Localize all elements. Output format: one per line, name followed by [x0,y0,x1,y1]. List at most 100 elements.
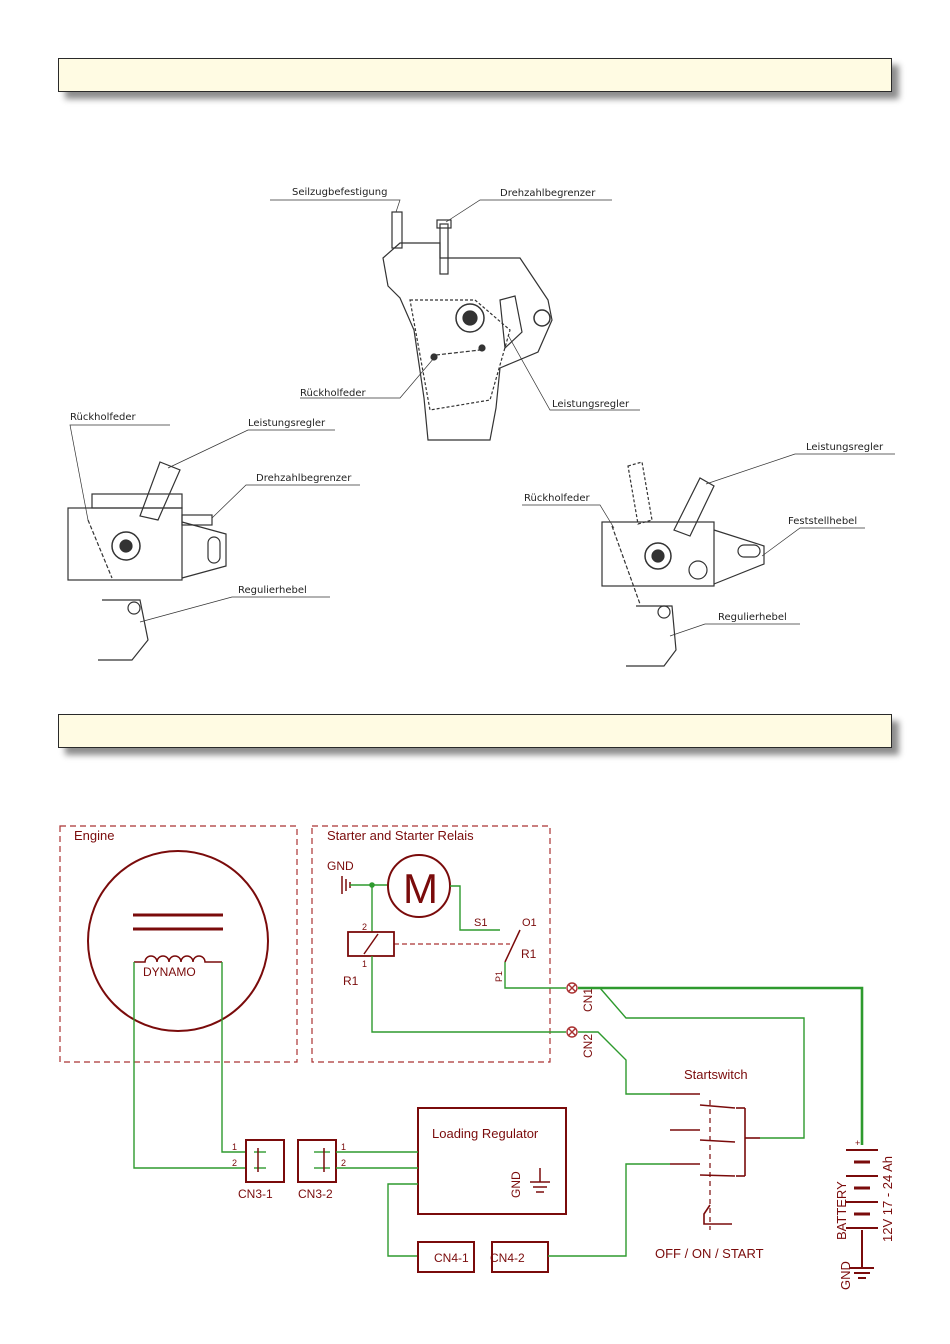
cn4-2-label: CN4-2 [490,1251,525,1265]
cn3-1-pin2: 2 [232,1158,237,1168]
label-rueckholfeder-right: Rückholfeder [524,493,591,504]
top-spring-anchor-2 [478,344,486,352]
top-spring-anchor-1 [430,353,438,361]
starter-gnd-symbol [341,876,351,894]
wire-motor-s1 [450,885,500,931]
left-housing-top [91,493,183,509]
seilzug-post [391,211,403,249]
relay-coil [347,931,395,957]
terminal-cn1 [566,982,578,994]
cn4-1-label: CN4-1 [434,1251,469,1265]
top-lever [499,295,523,350]
top-housing [382,242,553,441]
wire-regulator-cn4-1 [387,1183,418,1257]
dynamo-coil [134,955,222,963]
label-s1: S1 [474,917,487,929]
dynamo-label: DYNAMO [143,965,196,979]
right-housing [601,521,715,587]
leader-regulier-right [669,623,800,637]
throttle-left-view [67,424,360,661]
battery-name: BATTERY [834,1181,849,1240]
top-spring [435,349,481,356]
leader-rueckhol-left [69,424,170,521]
startswitch-symbol [670,1093,760,1230]
right-lock-knob [688,560,708,580]
regulator-title: Loading Regulator [432,1126,539,1141]
wire-p1-cn1 [504,962,566,989]
engine-frame [59,825,298,1063]
motor-symbol: M [403,865,438,912]
right-regulating-lever [626,605,677,667]
mechanical-drawings [67,199,895,667]
right-spring [611,525,641,605]
left-spring [87,519,113,579]
label-cn1: CN1 [581,988,595,1012]
cn3-1-label: CN3-1 [238,1187,273,1201]
label-drehzahlbegrenzer-left: Drehzahlbegrenzer [256,473,352,484]
leader-leistung-left [167,429,335,469]
coil-pin-2: 2 [362,922,367,932]
left-power-lever [139,461,181,521]
label-r1-coil: R1 [343,974,359,988]
wire-coil-cn2 [371,956,566,1033]
connector-cn3-2 [297,1139,337,1183]
left-drehzahl-screw [181,514,213,526]
leader-leistung-right [705,453,895,485]
leader-rueckhol-top [300,357,435,399]
starter-frame [311,825,551,1063]
relay-switch-contact [504,929,521,963]
right-shaft-outer [644,542,672,570]
leader-regulier-left [139,596,330,623]
wire-cn1-startswitch [599,987,805,1139]
leader-seilzug [270,199,401,213]
right-slot [737,544,761,558]
battery-symbol [846,1149,878,1279]
label-leistungsregler-top: Leistungsregler [552,399,630,410]
wire-dynamo-left [133,962,246,1169]
drehzahl-screw [439,223,449,275]
engine-circle [87,850,269,1032]
cn3-2-pin2: 2 [341,1158,346,1168]
battery-spec: 12V 17 - 24 Ah [880,1156,895,1242]
label-p1: P1 [494,971,504,982]
cn3-1-pin1: 1 [232,1142,237,1152]
left-regulating-lever [98,599,149,661]
leader-drehzahl-left [211,484,360,519]
label-rueckholfeder-top: Rückholfeder [300,388,367,399]
regulator-gnd-symbol [530,1168,550,1193]
label-rueckholfeder-left: Rückholfeder [70,412,137,423]
wire-cn1-battery [578,986,864,1145]
connector-cn4-2 [491,1241,549,1273]
label-o1: O1 [522,917,537,929]
left-shaft-outer [111,531,141,561]
left-housing-ear [181,521,227,579]
label-leistungsregler-left: Leistungsregler [248,418,326,429]
startswitch-title: Startswitch [684,1067,748,1082]
top-shaft-inner [462,310,478,326]
label-cn2: CN2 [581,1034,595,1058]
startswitch-positions: OFF / ON / START [655,1246,764,1261]
throttle-right-view [522,453,895,667]
connector-cn4-1 [417,1241,475,1273]
label-seilzugbefestigung: Seilzugbefestigung [292,187,387,198]
right-lever-hole [657,605,671,619]
wire-dynamo-right [221,962,246,1153]
loading-regulator [417,1107,567,1215]
leader-rueckhol-right [522,504,615,529]
right-ghost-lever [627,461,653,525]
label-drehzahlbegrenzer-top: Drehzahlbegrenzer [500,188,596,199]
drehzahl-screw-head [436,219,452,229]
wire-cn2-startswitch [578,1031,670,1095]
section-header-bar-top [58,58,892,92]
relay-coil-diagonal [363,933,379,955]
wire-cn4-2-startswitch [548,1163,670,1257]
top-housing-inner [409,299,511,411]
leader-feststell-right [761,527,865,557]
engine-title: Engine [74,828,114,843]
label-regulierhebel-left: Regulierhebel [238,585,307,596]
throttle-top-view [270,199,640,441]
connector-cn3-1 [245,1139,285,1183]
left-shaft-inner [119,539,133,553]
left-slot [207,536,221,564]
right-shaft-inner [651,549,665,563]
